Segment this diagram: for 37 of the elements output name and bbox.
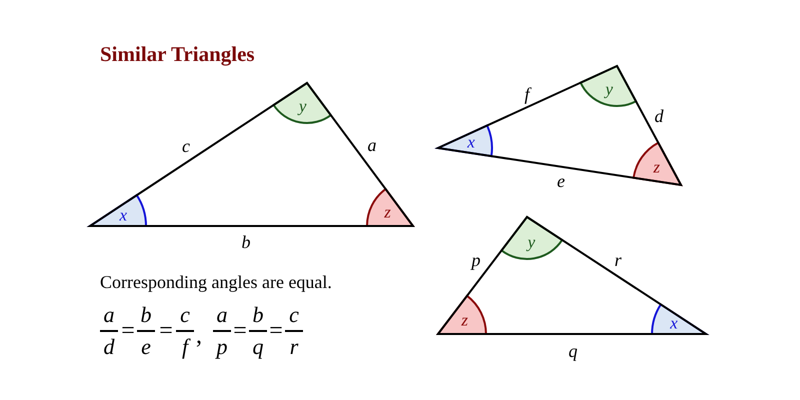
math-operator: = (121, 319, 135, 343)
math-operator: = (233, 319, 247, 343)
denominator: r (290, 336, 298, 358)
angle-label: z (384, 204, 391, 221)
denominator: q (252, 336, 264, 358)
math-operator: = (269, 319, 283, 343)
math-operator: , (196, 324, 202, 348)
denominator: e (141, 336, 151, 358)
denominator: d (104, 336, 114, 358)
numerator: b (252, 304, 264, 326)
side-label: r (614, 251, 622, 269)
side-label: a (368, 136, 376, 154)
numerator: a (216, 304, 228, 326)
side-label: c (182, 137, 190, 155)
side-label: e (557, 172, 565, 190)
math-operator: = (159, 319, 173, 343)
numerator: a (104, 304, 114, 326)
numerator: c (289, 304, 299, 326)
denominator: p (216, 336, 228, 358)
side-label: q (568, 342, 578, 360)
side-label: b (242, 233, 250, 251)
numerator: c (180, 304, 190, 326)
angle-label: y (605, 80, 613, 98)
angle-label: x (670, 315, 678, 332)
side-label: p (472, 251, 480, 269)
angle-label: x (467, 134, 475, 151)
angle-label: y (528, 233, 536, 250)
side-label: d (654, 107, 664, 125)
angle-label: z (653, 158, 660, 176)
angle-label: z (461, 311, 468, 328)
denominator: f (182, 336, 188, 358)
numerator: b (140, 304, 152, 326)
note-text: Corresponding angles are equal. (100, 272, 332, 294)
angle-label: y (298, 98, 306, 116)
side-label: f (524, 85, 530, 103)
angle-label: x (119, 206, 128, 224)
title: Similar Triangles (100, 42, 255, 67)
